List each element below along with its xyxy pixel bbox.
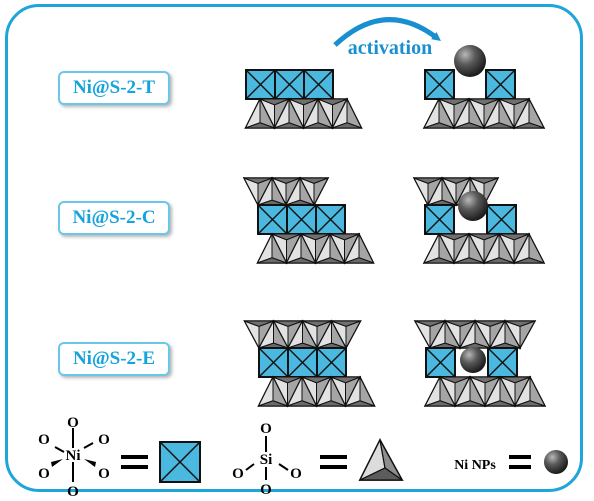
oxygen-bottom: O bbox=[67, 484, 79, 500]
octahedron-legend-icon bbox=[159, 441, 201, 483]
equals-sign-2 bbox=[320, 455, 347, 469]
ni-nps-label: Ni NPs bbox=[454, 458, 496, 473]
oxygen-top: O bbox=[67, 415, 79, 431]
ni-octahedral-formula: O O O Ni O O O bbox=[38, 415, 110, 500]
label-ni-s-2-t: Ni@S-2-T bbox=[58, 71, 170, 105]
tetrahedron-legend-icon bbox=[358, 438, 404, 482]
si-oxygen-left: O bbox=[232, 466, 244, 482]
structure-e-after bbox=[413, 319, 547, 408]
label-ni-s-2-c: Ni@S-2-C bbox=[58, 201, 170, 235]
structure-c-after bbox=[412, 176, 546, 265]
si-oxygen-bottom: O bbox=[260, 482, 272, 498]
equals-sign-3 bbox=[509, 455, 531, 469]
activation-arrow bbox=[333, 17, 441, 47]
ni-center: Ni bbox=[66, 448, 81, 464]
oxygen-upper-left: O bbox=[38, 432, 50, 448]
si-center: Si bbox=[260, 452, 273, 468]
si-oxygen-right: O bbox=[290, 466, 302, 482]
equals-sign-1 bbox=[121, 455, 148, 469]
si-oxygen-top: O bbox=[260, 421, 272, 437]
oxygen-lower-left: O bbox=[38, 466, 50, 482]
oxygen-upper-right: O bbox=[98, 432, 110, 448]
oxygen-lower-right: O bbox=[98, 466, 110, 482]
activation-label: activation bbox=[348, 37, 432, 59]
legend: O O O Ni O O O bbox=[38, 415, 568, 500]
si-tetrahedral-formula: O Si O O O bbox=[232, 421, 302, 498]
ni-nanoparticle-legend-icon bbox=[544, 450, 568, 474]
structure-e-before bbox=[243, 319, 376, 408]
structure-c-before bbox=[242, 176, 375, 265]
structures-group bbox=[242, 45, 547, 408]
structure-t-after bbox=[422, 45, 546, 130]
structure-t-before bbox=[244, 69, 363, 130]
label-ni-s-2-e: Ni@S-2-E bbox=[58, 342, 170, 376]
